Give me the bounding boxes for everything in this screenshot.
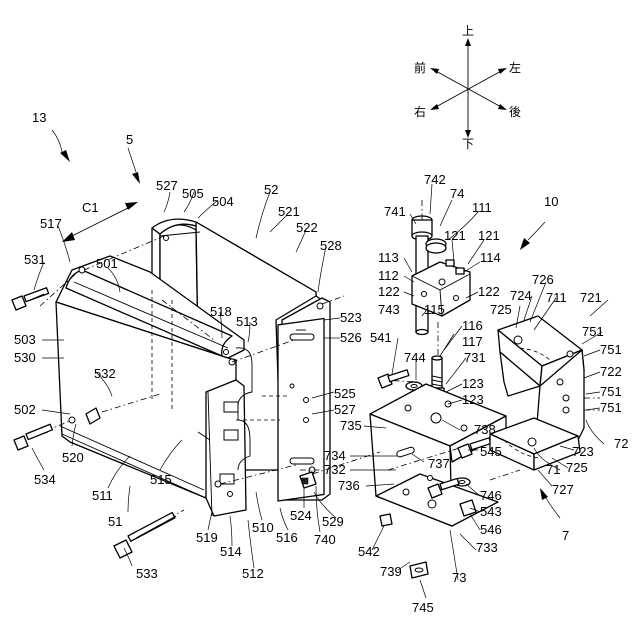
label-116: 116 xyxy=(462,318,483,333)
label-510: 510 xyxy=(252,520,274,535)
label-735: 735 xyxy=(340,418,362,433)
label-751-a: 751 xyxy=(582,324,604,339)
label-737: 737 xyxy=(428,456,450,471)
label-123-a: 123 xyxy=(462,376,484,391)
label-512: 512 xyxy=(242,566,264,581)
label-751-c: 751 xyxy=(600,384,622,399)
label-7: 7 xyxy=(562,528,569,543)
label-72: 72 xyxy=(614,436,628,451)
label-514: 514 xyxy=(220,544,242,559)
label-52: 52 xyxy=(264,182,278,197)
label-711: 711 xyxy=(546,290,567,305)
label-525: 525 xyxy=(334,386,356,401)
label-505: 505 xyxy=(182,186,204,201)
label-534: 534 xyxy=(34,472,56,487)
label-511: 511 xyxy=(92,488,113,503)
label-122-right: 122 xyxy=(478,284,500,299)
label-741: 741 xyxy=(384,204,406,219)
label-13: 13 xyxy=(32,110,46,125)
label-724: 724 xyxy=(510,288,532,303)
label-74: 74 xyxy=(450,186,464,201)
label-738: 738 xyxy=(474,422,496,437)
label-723: 723 xyxy=(572,444,594,459)
direction-up-label: 上 xyxy=(462,24,474,38)
label-531: 531 xyxy=(24,252,46,267)
label-515: 515 xyxy=(150,472,172,487)
direction-right-label: 右 xyxy=(414,104,426,119)
label-521: 521 xyxy=(278,204,300,219)
label-740: 740 xyxy=(314,532,336,547)
label-743: 743 xyxy=(378,302,400,317)
label-C1: C1 xyxy=(82,200,99,215)
direction-front-label: 前 xyxy=(414,60,426,75)
label-51: 51 xyxy=(108,514,122,529)
label-522: 522 xyxy=(296,220,318,235)
label-725: 725 xyxy=(490,302,512,317)
label-517: 517 xyxy=(40,216,62,231)
label-751-d: 751 xyxy=(600,400,622,415)
label-731: 731 xyxy=(464,350,486,365)
label-742: 742 xyxy=(424,172,446,187)
label-744: 744 xyxy=(404,350,426,365)
direction-down-label: 下 xyxy=(462,137,474,151)
label-117: 117 xyxy=(462,334,483,349)
label-751-b: 751 xyxy=(600,342,622,357)
label-113: 113 xyxy=(378,250,399,265)
label-516: 516 xyxy=(276,530,298,545)
label-543: 543 xyxy=(480,504,502,519)
label-736: 736 xyxy=(338,478,360,493)
label-518: 518 xyxy=(210,304,232,319)
label-115: 115 xyxy=(424,302,445,317)
label-745: 745 xyxy=(412,600,434,615)
label-721: 721 xyxy=(580,290,602,305)
label-71: 71 xyxy=(546,462,560,477)
label-114: 114 xyxy=(480,250,501,265)
label-533: 533 xyxy=(136,566,158,581)
label-726: 726 xyxy=(532,272,554,287)
label-541: 541 xyxy=(370,330,392,345)
label-73: 73 xyxy=(452,570,466,585)
direction-rear-label: 後 xyxy=(509,105,521,119)
label-733: 733 xyxy=(476,540,498,555)
direction-compass: 上 下 前 後 左 右 xyxy=(414,24,521,151)
label-746: 746 xyxy=(480,488,502,503)
label-123-b: 123 xyxy=(462,392,484,407)
label-530: 530 xyxy=(14,350,36,365)
direction-left-label: 左 xyxy=(509,60,521,75)
label-527: 527 xyxy=(156,178,178,193)
label-734: 734 xyxy=(324,448,346,463)
label-545: 545 xyxy=(480,444,502,459)
label-513: 513 xyxy=(236,314,258,329)
label-727: 727 xyxy=(552,482,574,497)
label-528: 528 xyxy=(320,238,342,253)
label-739: 739 xyxy=(380,564,402,579)
label-519: 519 xyxy=(196,530,218,545)
label-121-a: 121 xyxy=(444,228,466,243)
label-112: 112 xyxy=(378,268,399,283)
label-111: 111 xyxy=(472,200,492,215)
label-501: 501 xyxy=(96,256,118,271)
label-503: 503 xyxy=(14,332,36,347)
label-121-b: 121 xyxy=(478,228,500,243)
label-10: 10 xyxy=(544,194,558,209)
label-732: 732 xyxy=(324,462,346,477)
label-529: 529 xyxy=(322,514,344,529)
label-523: 523 xyxy=(340,310,362,325)
label-725-lower: 725 xyxy=(566,460,588,475)
label-5: 5 xyxy=(126,132,133,147)
label-546: 546 xyxy=(480,522,502,537)
label-542: 542 xyxy=(358,544,380,559)
label-527-lower: 527 xyxy=(334,402,356,417)
label-722: 722 xyxy=(600,364,622,379)
label-122: 122 xyxy=(378,284,400,299)
label-524: 524 xyxy=(290,508,312,523)
label-532: 532 xyxy=(94,366,116,381)
label-504: 504 xyxy=(212,194,234,209)
label-520: 520 xyxy=(62,450,84,465)
label-526: 526 xyxy=(340,330,362,345)
label-502: 502 xyxy=(14,402,36,417)
